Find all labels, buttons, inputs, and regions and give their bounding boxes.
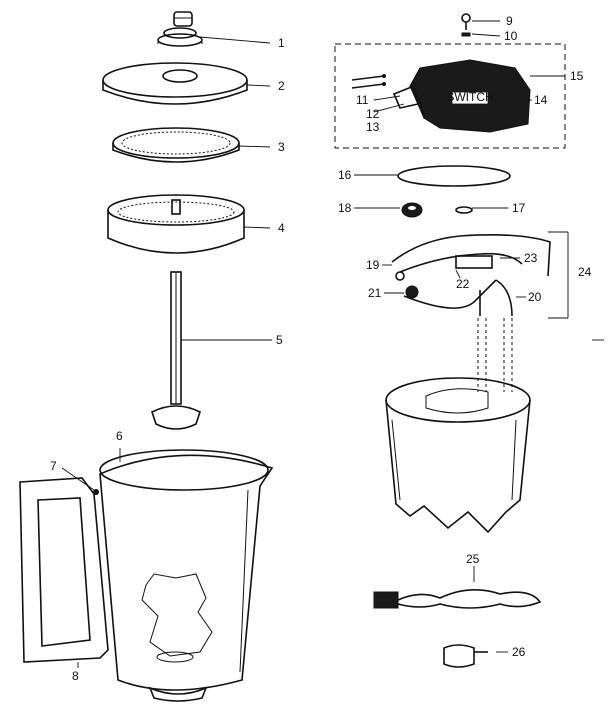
part-26-knob — [443, 644, 488, 668]
part-12-clip — [392, 84, 419, 109]
callout-21: 21 — [368, 286, 382, 300]
callout-3: 3 — [278, 140, 285, 154]
callout-17: 17 — [512, 201, 526, 215]
callout-25: 25 — [466, 552, 480, 566]
callout-2: 2 — [278, 79, 285, 93]
callout-13: 13 — [366, 120, 380, 134]
switch-badge: SWITCH — [446, 90, 493, 104]
callout-6: 6 — [116, 429, 123, 443]
part-2-lid — [102, 62, 248, 105]
callout-5: 5 — [276, 333, 283, 347]
motor-base — [385, 377, 531, 534]
leader-lines — [61, 20, 604, 668]
part-9-screw — [461, 13, 471, 30]
callout-1: 1 — [278, 36, 285, 50]
callout-12: 12 — [366, 107, 380, 121]
part-6-jar — [99, 449, 274, 702]
callout-18: 18 — [338, 201, 352, 215]
part-5-shaft — [151, 271, 201, 430]
part-17-plug — [455, 206, 473, 214]
callout-23: 23 — [524, 251, 538, 265]
callout-14: 14 — [534, 93, 548, 107]
callout-15: 15 — [570, 69, 584, 83]
callout-7: 7 — [50, 459, 57, 473]
part-14-housing: SWITCH — [409, 59, 531, 133]
callout-11: 11 — [356, 93, 369, 107]
callout-9: 9 — [506, 14, 513, 28]
callout-16: 16 — [338, 168, 352, 182]
callout-20: 20 — [528, 290, 542, 304]
part-3-strainer — [112, 127, 240, 163]
part-25-cord — [373, 566, 542, 609]
part-16-gasket — [397, 165, 511, 187]
part-1-cap — [157, 11, 203, 47]
callout-19: 19 — [366, 258, 380, 272]
callout-24: 24 — [578, 265, 592, 279]
callout-8: 8 — [72, 669, 79, 683]
callout-4: 4 — [278, 221, 285, 235]
callout-labels: 1 2 3 4 5 6 7 8 9 10 11 12 13 14 15 16 1… — [50, 14, 592, 683]
part-4-basket — [107, 194, 245, 254]
callout-22: 22 — [456, 277, 470, 291]
part-18-bushing — [401, 202, 423, 218]
part-10-washer — [461, 32, 471, 37]
callout-10: 10 — [504, 29, 518, 43]
part-24-harness — [391, 234, 551, 317]
callout-26: 26 — [512, 645, 526, 659]
part-15-group-box — [334, 43, 566, 149]
part-11-screws — [351, 74, 386, 89]
part-8-handle — [19, 477, 109, 663]
part-7-screw — [93, 489, 99, 495]
